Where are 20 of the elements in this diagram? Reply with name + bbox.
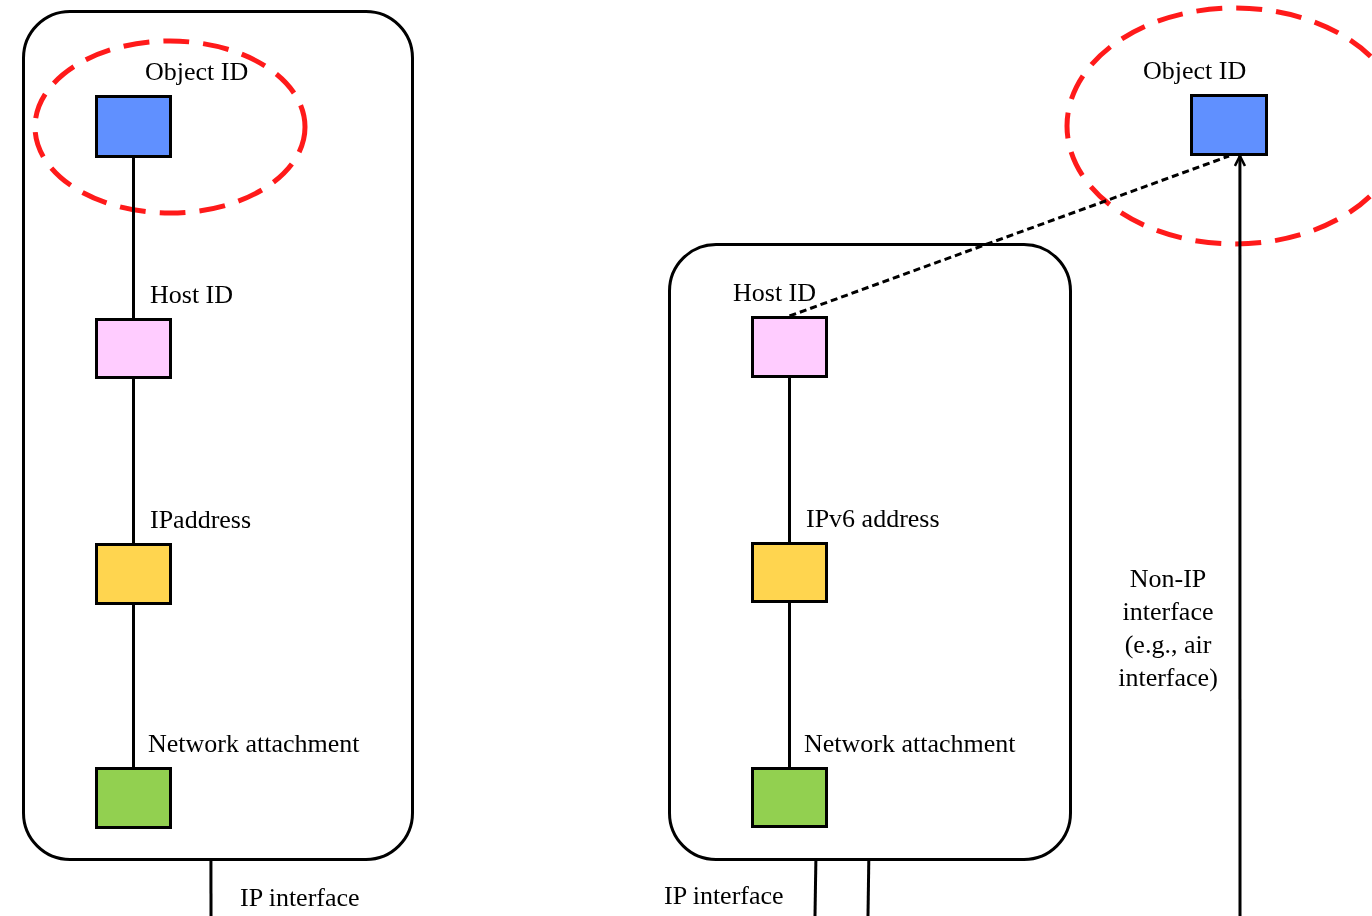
arrow [1233, 154, 1247, 916]
connector-line [788, 603, 791, 767]
node-label: IPv6 address [806, 504, 940, 534]
rounded-container [22, 10, 414, 861]
connector-line [813, 860, 818, 916]
node-label: Network attachment [804, 729, 1016, 759]
node-label: Object ID [1143, 56, 1247, 86]
connector-line [789, 154, 1230, 318]
node-label: Host ID [733, 278, 817, 308]
node-label: Object ID [145, 57, 249, 87]
connector-line [788, 378, 791, 542]
node-label: Host ID [150, 280, 234, 310]
rounded-container [668, 243, 1072, 861]
connector-line [132, 379, 135, 543]
node-label: IPaddress [150, 505, 252, 535]
connector-line [132, 158, 135, 318]
connector-line [866, 860, 871, 916]
connector-line [132, 605, 135, 767]
connector-line [209, 861, 213, 916]
node-label: Network attachment [148, 729, 360, 759]
